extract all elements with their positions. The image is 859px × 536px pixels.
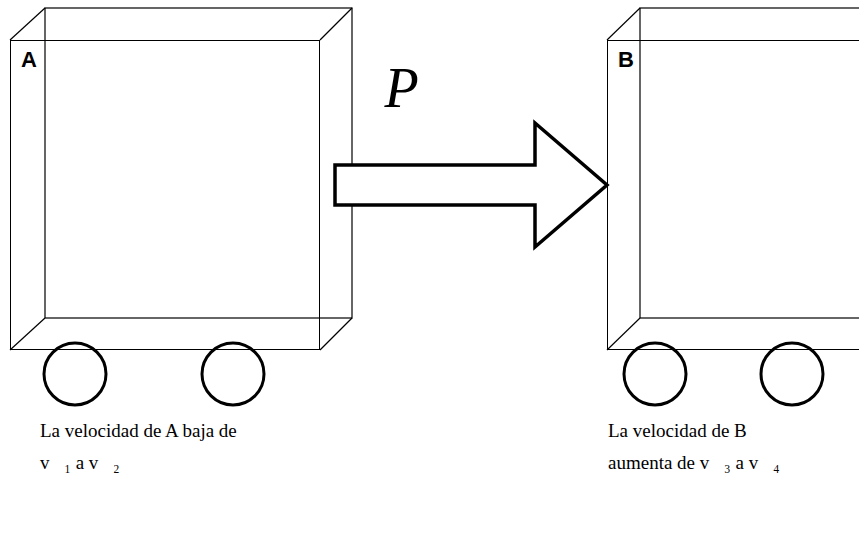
cart-a-wheels bbox=[44, 343, 264, 405]
cart-a-body bbox=[10, 8, 352, 350]
cart-letter: A bbox=[21, 47, 37, 73]
cart-letter: B bbox=[618, 47, 634, 73]
cart-b-body bbox=[607, 8, 859, 350]
caption-note: La velocidad de B aumenta de v⃗₃ a v⃗₄ bbox=[608, 415, 808, 479]
force-label: P⃗ bbox=[385, 58, 463, 118]
cart-b-wheels bbox=[624, 343, 823, 405]
cart-box: B bbox=[607, 40, 859, 350]
cart-box: A bbox=[10, 40, 320, 350]
force-arrow bbox=[335, 123, 607, 247]
caption-note: La velocidad de A baja de v⃗₁ a v⃗₂ bbox=[40, 415, 240, 479]
